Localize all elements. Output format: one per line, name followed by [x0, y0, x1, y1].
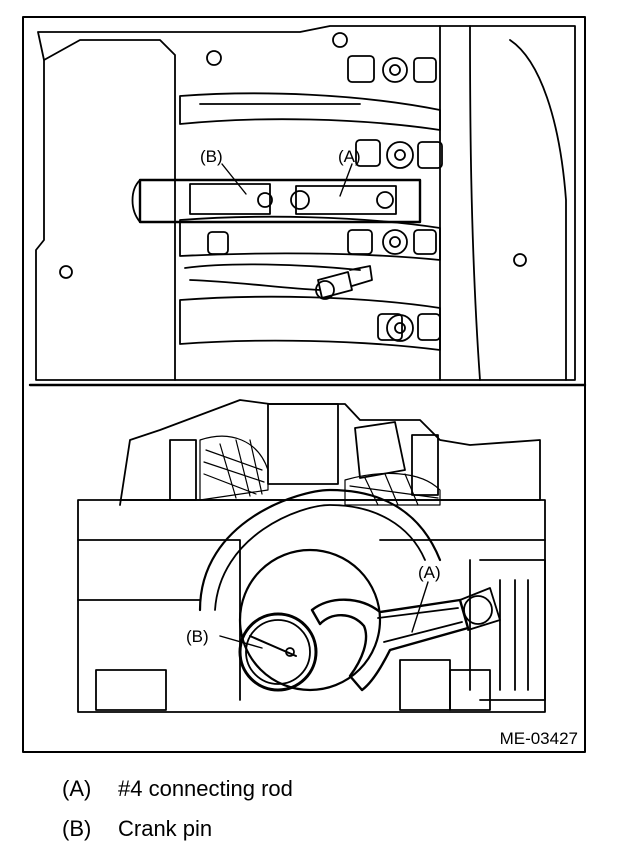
crankshaft-bore	[238, 548, 382, 692]
legend-text: #4 connecting rod	[118, 776, 293, 801]
callout-a-top: (A)	[338, 147, 361, 166]
crank-pin-tool-top	[131, 178, 422, 224]
callout-b-bottom: (B)	[186, 627, 209, 646]
leader-line-a-top	[339, 163, 353, 197]
diagram-canvas: (B) (A)	[22, 16, 587, 753]
legend-key: (B)	[62, 816, 92, 841]
legend-text: Crank pin	[118, 816, 213, 841]
bearing-cap-bolts	[207, 55, 443, 342]
top-panel-engine-block	[35, 25, 576, 381]
legend-item-b: (B) Crank pin	[62, 816, 212, 842]
legend-key: (A)	[62, 776, 92, 801]
leader-line-a-bottom	[411, 581, 429, 633]
engine-diagram-figure: (B) (A)	[22, 16, 587, 753]
legend-item-a: (A) #4 connecting rod	[62, 776, 293, 802]
callout-a-bottom: (A)	[418, 563, 441, 582]
bottom-panel-crankcase	[77, 399, 546, 713]
figure-id-label: ME-03427	[500, 729, 578, 748]
socket-tool-top	[315, 265, 373, 300]
connecting-rod-bottom	[310, 587, 501, 692]
callout-b-top: (B)	[200, 147, 223, 166]
leader-line-b-bottom	[219, 635, 263, 649]
leader-line-b-top	[221, 163, 247, 195]
crank-pin-bottom	[238, 612, 318, 692]
hatched-cam-section	[199, 435, 441, 506]
